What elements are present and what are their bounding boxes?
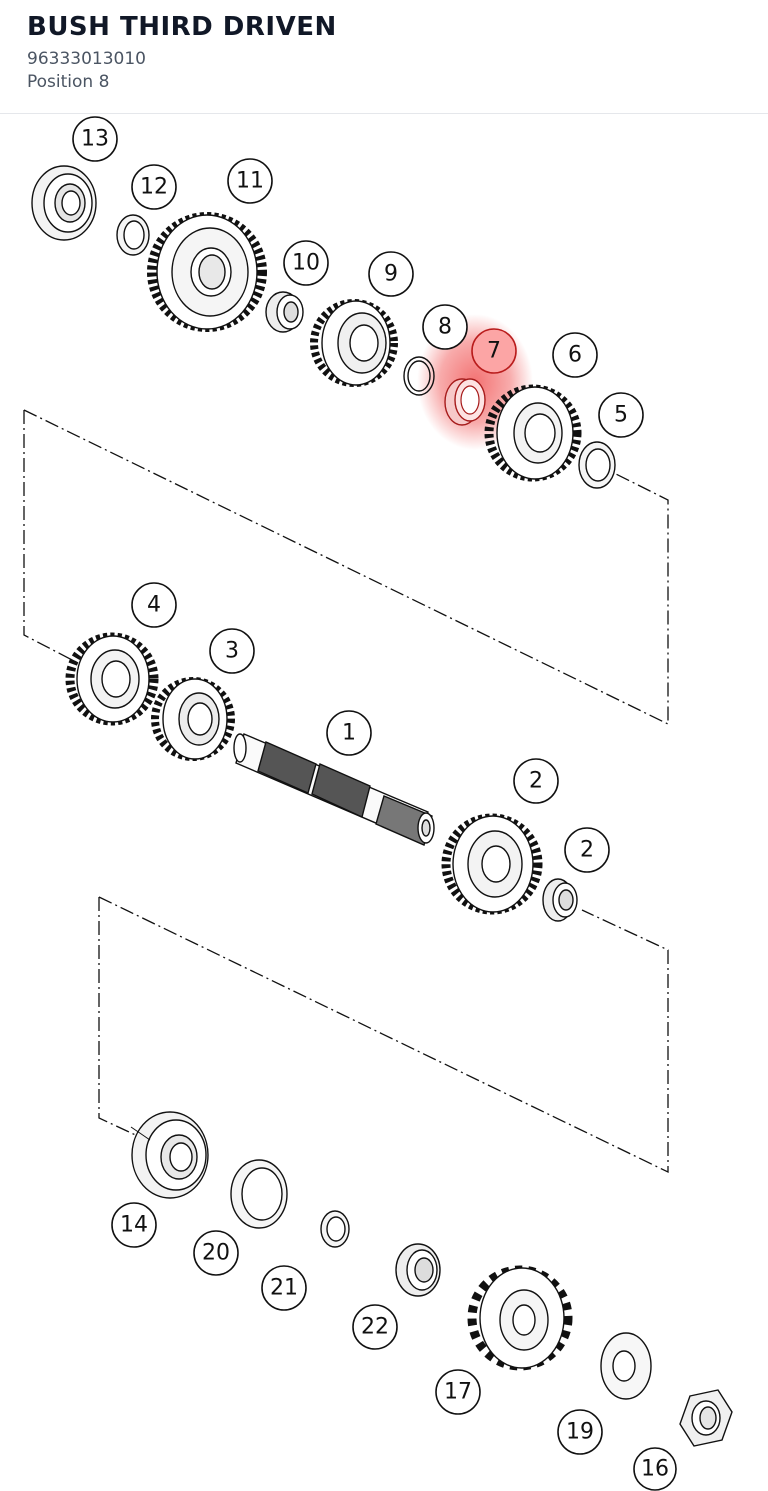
callout-leaders <box>130 1126 151 1141</box>
part-17-sprocket[interactable] <box>467 1265 573 1371</box>
callout-21[interactable]: 21 <box>261 1265 307 1311</box>
part-6-washer[interactable] <box>578 441 616 489</box>
callout-4-label: 3 <box>225 639 239 664</box>
callout-6[interactable]: 5 <box>598 392 644 438</box>
callout-5-label: 4 <box>147 593 161 618</box>
part-20-ring[interactable] <box>230 1159 288 1229</box>
part-15-bearing[interactable] <box>131 1111 209 1199</box>
callout-21-label: 21 <box>270 1276 298 1301</box>
callout-12-label: 11 <box>236 169 264 194</box>
callout-9[interactable]: 8 <box>422 304 468 350</box>
callout-17-label: 17 <box>444 1380 472 1405</box>
part-header: BUSH THIRD DRIVEN 96333013010 Position 8 <box>0 0 768 114</box>
part-1-shaft[interactable] <box>233 733 435 846</box>
callout-13[interactable]: 12 <box>131 164 177 210</box>
part-22-bushing[interactable] <box>395 1243 441 1297</box>
callout-10[interactable]: 9 <box>368 251 414 297</box>
callout-11-label: 10 <box>292 251 320 276</box>
part-16-nut[interactable] <box>679 1389 733 1447</box>
part-3-gear[interactable] <box>441 813 543 915</box>
callout-15-label: 14 <box>120 1213 148 1238</box>
callout-1[interactable]: 1 <box>326 710 372 756</box>
part-4-gear[interactable] <box>151 677 235 761</box>
part-14-bearing[interactable] <box>31 165 97 241</box>
callout-22-label: 22 <box>361 1315 389 1340</box>
callout-2[interactable]: 2 <box>564 827 610 873</box>
part-12-gear[interactable] <box>147 212 267 332</box>
assembly-guide-lower <box>98 896 669 1174</box>
callout-6-label: 5 <box>614 403 628 428</box>
callout-9-label: 8 <box>438 315 452 340</box>
callout-14[interactable]: 13 <box>72 116 118 162</box>
callout-3-label: 2 <box>529 769 543 794</box>
part-8-bush[interactable] <box>444 378 486 426</box>
part-9-circlip[interactable] <box>403 356 435 396</box>
part-5-gear[interactable] <box>65 632 159 726</box>
part-13-washer[interactable] <box>116 214 150 256</box>
position-label: Position 8 <box>27 72 110 92</box>
callout-11[interactable]: 10 <box>283 240 329 286</box>
callout-16[interactable]: 16 <box>633 1447 677 1491</box>
callout-13-label: 12 <box>140 175 168 200</box>
callout-7-label: 6 <box>568 343 582 368</box>
part-number: 96333013010 <box>27 49 146 69</box>
callout-5[interactable]: 4 <box>131 582 177 628</box>
callout-7[interactable]: 6 <box>552 332 598 378</box>
callout-12[interactable]: 11 <box>227 158 273 204</box>
part-11-bushing[interactable] <box>265 291 304 333</box>
part-10-gear[interactable] <box>310 299 398 387</box>
callout-8-label: 7 <box>487 339 501 364</box>
callout-4[interactable]: 3 <box>209 628 255 674</box>
callout-19[interactable]: 19 <box>557 1409 603 1455</box>
callout-1-label: 1 <box>342 721 356 746</box>
part-title: BUSH THIRD DRIVEN <box>27 12 337 42</box>
part-7-gear[interactable] <box>484 384 582 482</box>
callout-20-label: 20 <box>202 1241 230 1266</box>
callout-15[interactable]: 14 <box>111 1202 157 1248</box>
callout-8[interactable]: 7 <box>471 328 517 374</box>
callout-14-label: 13 <box>81 127 109 152</box>
assembly-guide-upper <box>23 409 669 726</box>
part-2-bushing[interactable] <box>542 878 578 922</box>
exploded-parts-diagram: 13 12 11 10 9 8 7 6 5 4 3 1 2 2 14 20 21… <box>23 116 733 1491</box>
callout-20[interactable]: 20 <box>193 1230 239 1276</box>
callout-19-label: 19 <box>566 1420 594 1445</box>
callout-17[interactable]: 17 <box>435 1369 481 1415</box>
callout-16-label: 16 <box>641 1457 669 1482</box>
part-21-ring[interactable] <box>320 1210 350 1248</box>
part-19-lock-washer[interactable] <box>600 1332 652 1400</box>
callout-10-label: 9 <box>384 262 398 287</box>
callout-3[interactable]: 2 <box>513 758 559 804</box>
callout-22[interactable]: 22 <box>352 1304 398 1350</box>
callout-2-label: 2 <box>580 838 594 863</box>
